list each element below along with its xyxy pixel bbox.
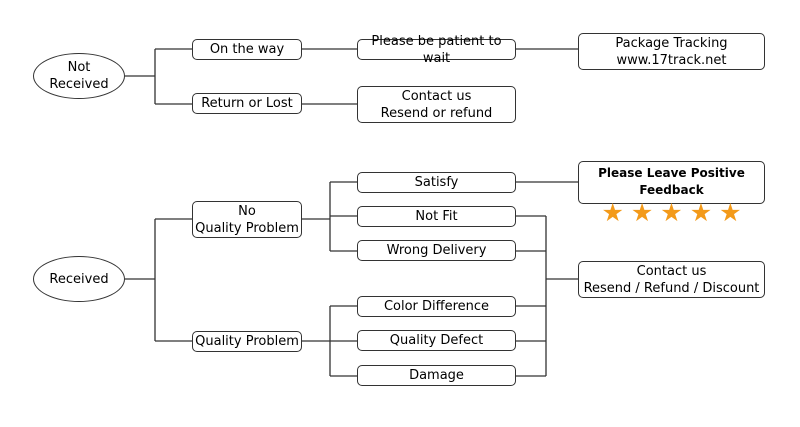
node-not-received-label-2: Received (49, 77, 109, 92)
node-not-fit-label: Not Fit (415, 209, 458, 224)
node-please-be-patient-label: Please be patient to wait (371, 33, 502, 66)
node-no-quality-label-1: No (238, 203, 256, 219)
star-icon: ★ (689, 198, 713, 227)
star-icon: ★ (630, 198, 654, 227)
node-contact-us-label-2: Contact us (636, 263, 707, 279)
node-quality-defect: Quality Defect (357, 330, 516, 351)
node-package-tracking-label: Package Tracking (615, 35, 728, 51)
node-received-label: Received (49, 271, 109, 287)
node-not-received-label-1: Not (67, 60, 91, 75)
node-on-the-way: On the way (192, 39, 302, 60)
node-package-tracking-url: www.17track.net (616, 52, 727, 68)
node-wrong-delivery-label: Wrong Delivery (386, 243, 487, 258)
node-positive-feedback-label: Please Leave Positive Feedback (598, 166, 745, 197)
node-received: Received (33, 256, 125, 302)
node-not-received: Not Received (33, 53, 125, 99)
node-quality-defect-label: Quality Defect (389, 333, 484, 348)
node-resend-refund-discount-label: Resend / Refund / Discount (583, 280, 760, 296)
node-damage-label: Damage (409, 368, 464, 383)
node-quality-problem: Quality Problem (192, 331, 302, 352)
node-contact-resend-refund-discount: Contact us Resend / Refund / Discount (578, 261, 765, 298)
star-icon: ★ (601, 198, 624, 227)
node-please-be-patient: Please be patient to wait (357, 34, 516, 66)
node-color-difference: Color Difference (357, 296, 516, 317)
node-quality-problem-label: Quality Problem (195, 334, 299, 349)
node-return-or-lost: Return or Lost (192, 93, 302, 114)
node-satisfy: Satisfy (357, 172, 516, 193)
node-color-difference-label: Color Difference (383, 299, 490, 314)
node-no-quality-problem: No Quality Problem (192, 201, 302, 238)
node-contact-us-label: Contact us (401, 88, 472, 104)
node-no-quality-label-2: Quality Problem (195, 220, 299, 236)
node-positive-feedback: Please Leave Positive Feedback ★ ★ ★ ★ ★ (578, 161, 765, 225)
star-icon: ★ (719, 198, 742, 227)
node-contact-resend-refund: Contact us Resend or refund (357, 86, 516, 123)
node-satisfy-label: Satisfy (414, 175, 459, 190)
node-package-tracking: Package Tracking www.17track.net (578, 33, 765, 70)
node-wrong-delivery: Wrong Delivery (357, 240, 516, 261)
node-return-or-lost-label: Return or Lost (201, 96, 293, 111)
rating-stars: ★ ★ ★ ★ ★ (601, 198, 742, 227)
node-damage: Damage (357, 365, 516, 386)
node-resend-refund-label: Resend or refund (380, 105, 493, 121)
node-on-the-way-label: On the way (209, 42, 285, 57)
star-icon: ★ (660, 198, 683, 227)
node-not-fit: Not Fit (357, 206, 516, 227)
